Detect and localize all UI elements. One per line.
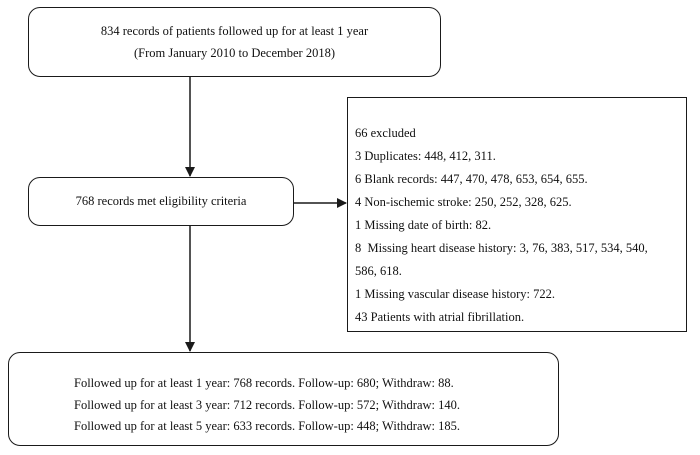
excluded-missing-heart-history: 8 Missing heart disease history: 3, 76, … — [355, 241, 648, 255]
followup-5-year: Followed up for at least 5 year: 633 rec… — [74, 419, 461, 433]
source-records-box: 834 records of patients followed up for … — [28, 7, 441, 77]
source-records-count: 834 records of patients followed up for … — [100, 24, 369, 38]
source-records-period: (From January 2010 to December 2018) — [134, 46, 335, 60]
excluded-total: 66 excluded — [355, 126, 416, 140]
excluded-missing-birth-date: 1 Missing date of birth: 82. — [355, 218, 492, 232]
excluded-missing-heart-history-cont: 586, 618. — [355, 264, 402, 278]
followup-3-year: Followed up for at least 3 year: 712 rec… — [74, 397, 461, 412]
followup-results-box: Followed up for at least 1 year: 768 rec… — [8, 352, 559, 446]
eligible-records-label: 768 records met eligibility criteria — [75, 194, 247, 208]
excluded-atrial-fibrillation: 43 Patients with atrial fibrillation. — [355, 310, 525, 324]
eligible-records-box: 768 records met eligibility criteria — [28, 177, 294, 226]
excluded-blank-records: 6 Blank records: 447, 470, 478, 653, 654… — [355, 172, 588, 186]
excluded-duplicates: 3 Duplicates: 448, 412, 311. — [355, 149, 496, 163]
excluded-records-box: 66 excluded 3 Duplicates: 448, 412, 311.… — [347, 97, 687, 332]
followup-1-year: Followed up for at least 1 year: 768 rec… — [74, 376, 454, 390]
excluded-non-ischemic-stroke: 4 Non-ischemic stroke: 250, 252, 328, 62… — [355, 195, 572, 209]
excluded-missing-vascular-history: 1 Missing vascular disease history: 722. — [355, 287, 555, 301]
